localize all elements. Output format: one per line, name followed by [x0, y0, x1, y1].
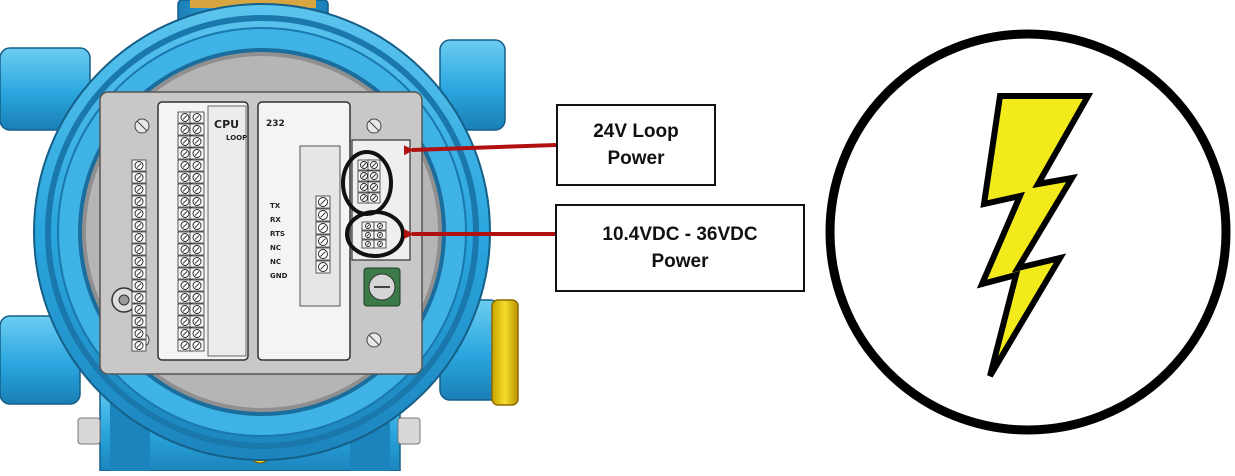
dc-power-line1: 10.4VDC - 36VDC — [602, 224, 758, 245]
tx-label: TX — [270, 202, 281, 210]
cpu-terminal-strip — [177, 111, 205, 352]
rs232-module — [257, 101, 351, 361]
cpu-label: CPU — [214, 118, 239, 131]
board-labels: CPU LOOP 232 TX RX RTS NC NC GND — [214, 118, 288, 280]
loop-power-line2: Power — [607, 148, 665, 169]
rts-label: RTS — [270, 230, 285, 238]
gnd-label: GND — [270, 272, 288, 280]
left-terminal-strip — [131, 159, 147, 352]
dc-power-line2: Power — [651, 251, 709, 272]
loop-label: LOOP — [226, 134, 247, 142]
rx-label: RX — [270, 216, 281, 224]
lightning-bolt-icon — [825, 29, 1231, 435]
loop-power-arrow — [403, 143, 557, 156]
loop-power-callout: 24V Loop Power — [556, 104, 716, 186]
nc-label-1: NC — [270, 244, 281, 252]
port232-label: 232 — [266, 119, 285, 129]
dc-power-callout: 10.4VDC - 36VDC Power — [555, 204, 805, 292]
nc-label-2: NC — [270, 258, 281, 266]
dc-power-highlight — [345, 210, 405, 258]
loop-power-line1: 24V Loop — [593, 121, 679, 142]
